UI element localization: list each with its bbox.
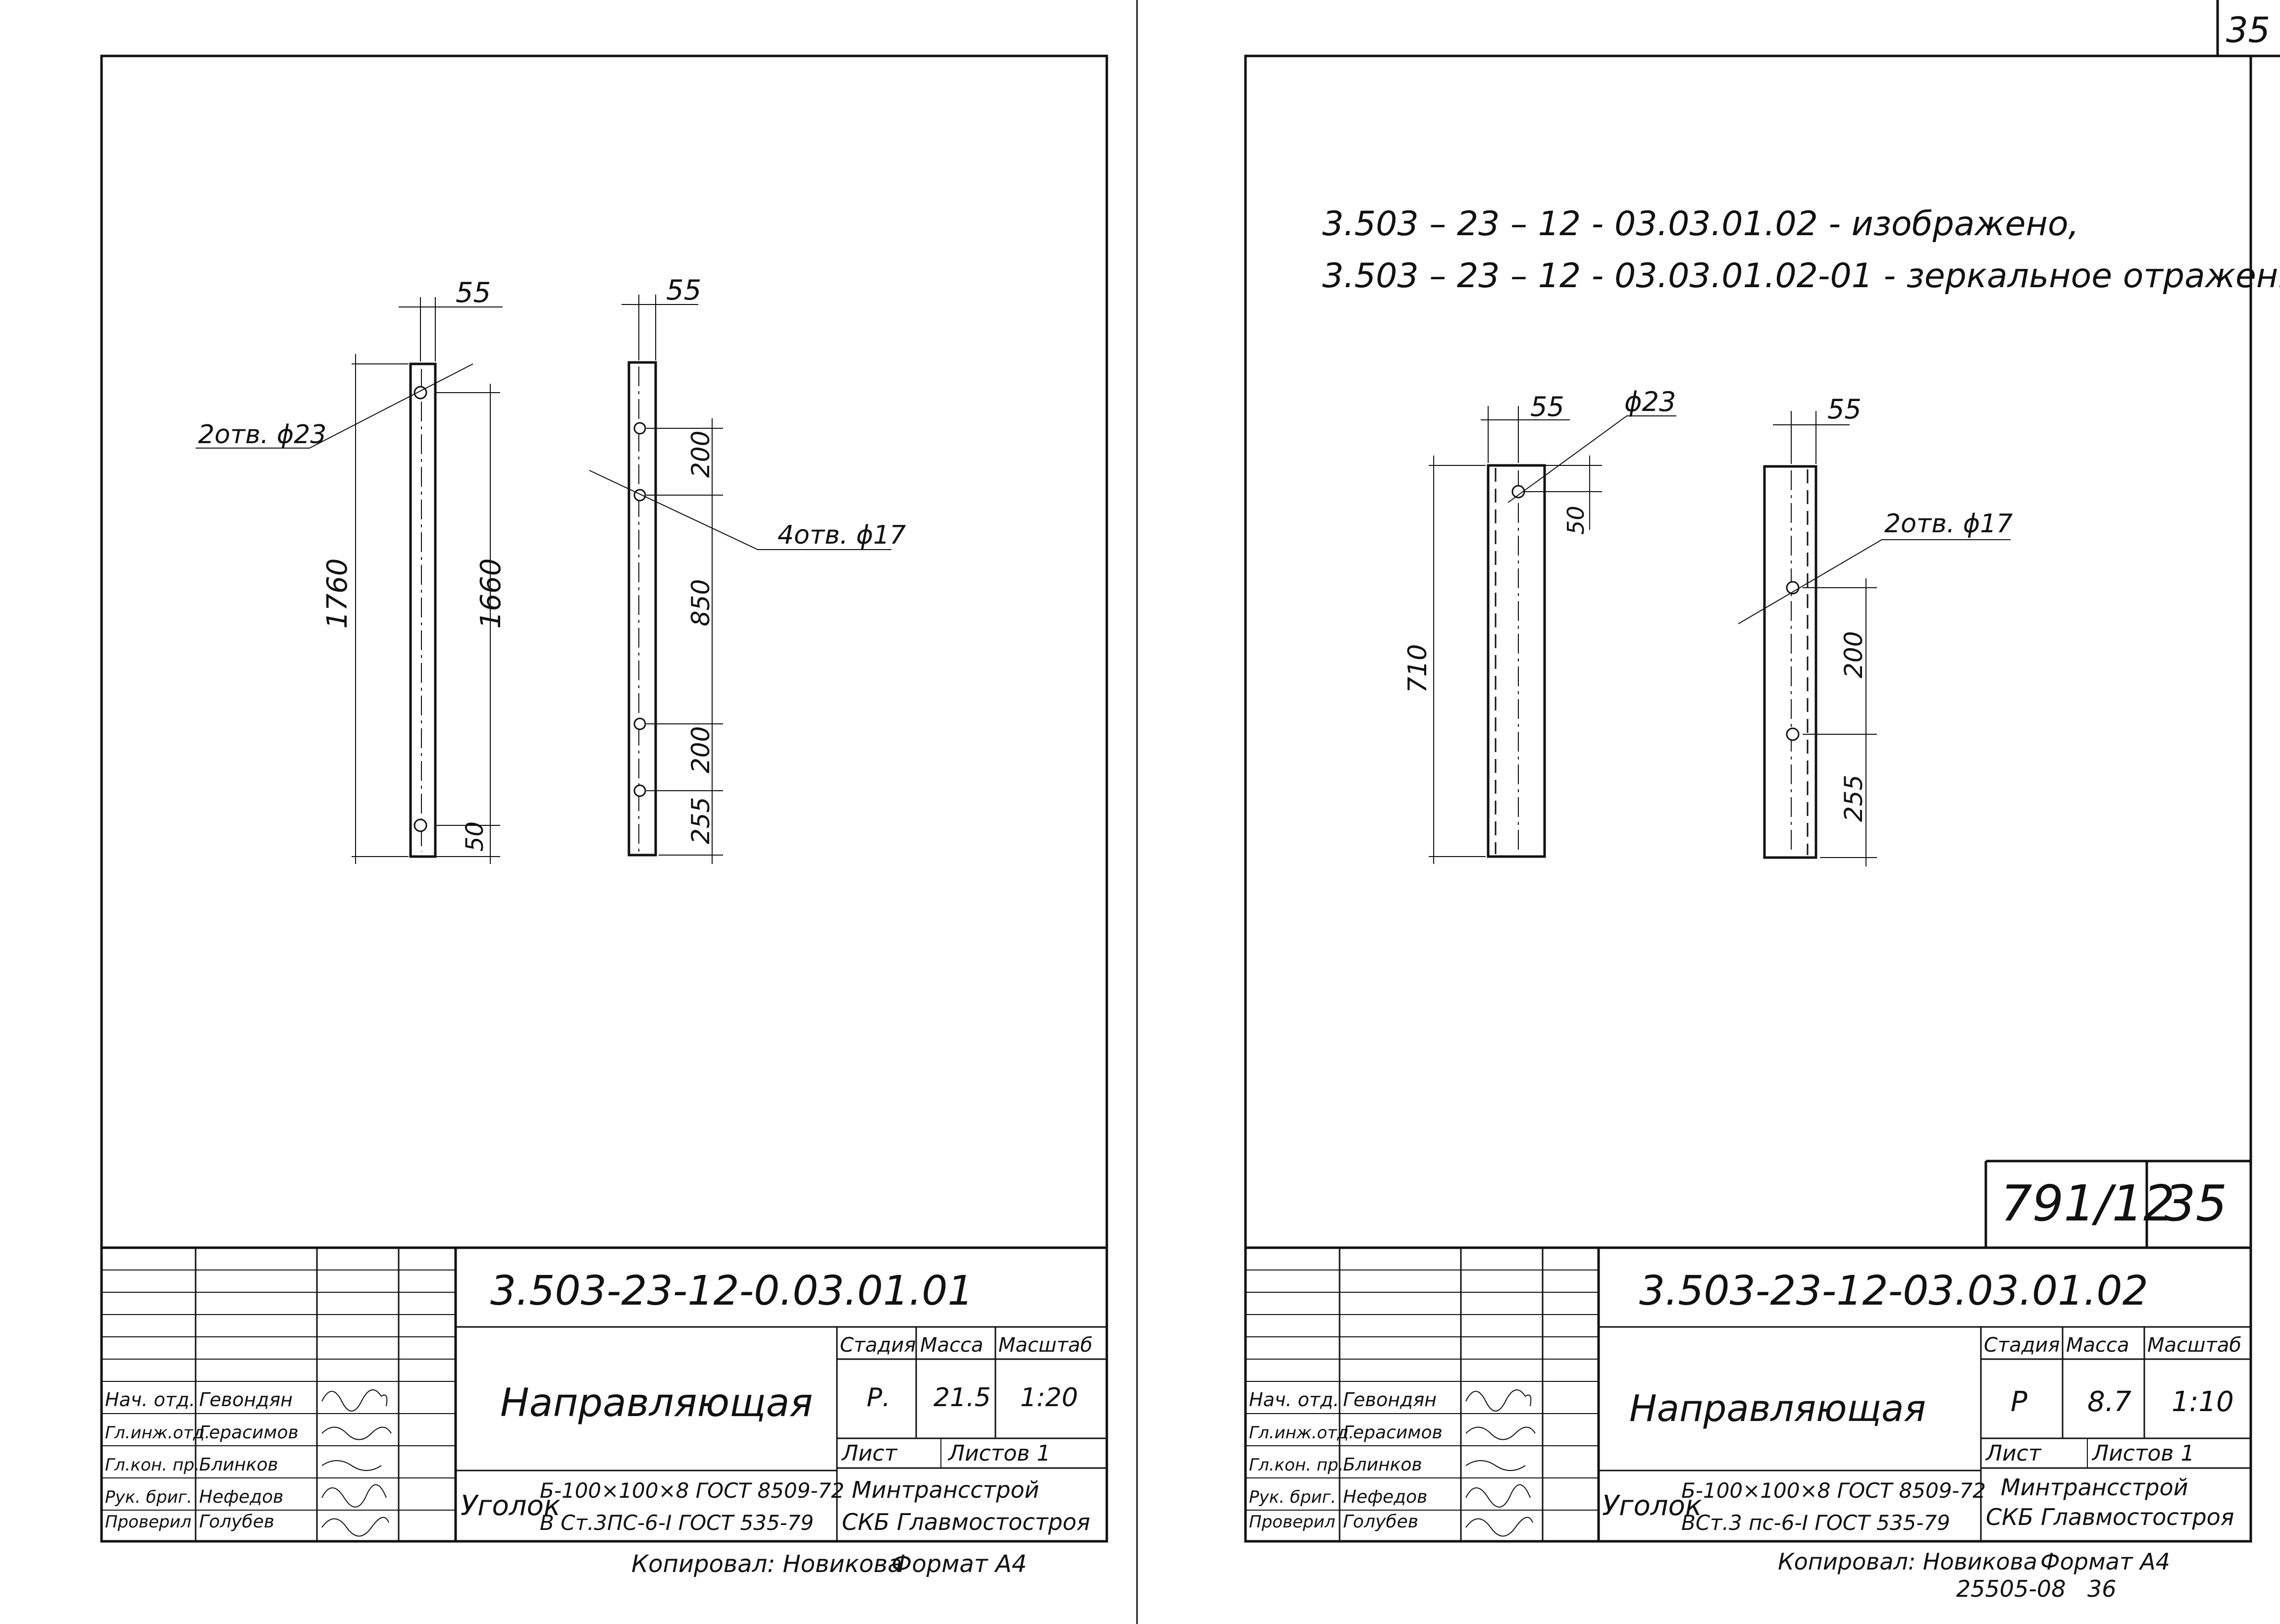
right-role-2: Гл.кон. пр.	[1249, 1455, 1344, 1475]
right-material-line2: ВСт.3 пс-6-I ГОСТ 535-79	[1681, 1511, 1950, 1535]
left-material-line2: В Ст.3ПС-6-I ГОСТ 535-79	[540, 1511, 814, 1535]
left-scale: 1:20	[1020, 1383, 1078, 1413]
left-name-1: Герасимов	[199, 1422, 299, 1443]
left-role-4: Проверил	[105, 1512, 191, 1532]
right-role-3: Рук. бриг.	[1249, 1487, 1336, 1507]
right-designation: 3.503-23-12-03.03.01.02	[1639, 1268, 2148, 1315]
right-title-block: 3.503-23-12-03.03.01.02 Направляющая Ста…	[1245, 1246, 2251, 1541]
right-footer-copied: Копировал: Новикова	[1778, 1548, 2037, 1575]
left-part-2: 55 200 850 200 255 4отв. ϕ17	[589, 274, 906, 864]
left-part-1: 55 1760 1660 50 2отв. ϕ23	[196, 277, 507, 864]
right-note-small-holes: 2отв. ϕ17	[1884, 509, 2013, 539]
left-dim-s1: 200	[686, 431, 715, 478]
left-mass-header: Масса	[920, 1334, 984, 1357]
right-sheets-label: Листов 1	[2091, 1441, 2194, 1466]
right-part-1-outline	[1487, 464, 1546, 858]
right-mass-header: Масса	[2066, 1334, 2129, 1357]
left-role-3: Рук. бриг.	[105, 1487, 192, 1507]
right-corner-page: 35	[2226, 10, 2270, 51]
left-dim-width-b: 55	[666, 274, 701, 306]
right-scale: 1:10	[2172, 1386, 2234, 1418]
right-part-2-outline	[1763, 465, 1817, 859]
left-dim-width-a: 55	[456, 277, 491, 309]
left-note-large-holes: 2отв. ϕ23	[198, 420, 326, 450]
right-dim-width-b: 55	[1827, 394, 1862, 425]
left-name-3: Нефедов	[199, 1487, 283, 1507]
left-org-line1: Минтрансстрой	[852, 1476, 1039, 1503]
left-name-2: Блинков	[199, 1455, 278, 1475]
right-name-3: Нефедов	[1343, 1487, 1427, 1507]
left-footer-format: Формат А4	[891, 1550, 1027, 1578]
left-name-0: Гевондян	[199, 1389, 293, 1411]
right-note-line2: 3.503 – 23 – 12 - 03.03.01.02-01 - зерка…	[1322, 256, 2280, 296]
left-part-2-outline	[627, 361, 657, 857]
right-role-0: Нач. отд.	[1249, 1389, 1339, 1411]
right-dim-s2: 255	[1839, 775, 1868, 822]
left-stage: Р.	[867, 1383, 890, 1413]
right-name-2: Блинков	[1343, 1455, 1422, 1475]
right-dim-s1: 200	[1839, 631, 1868, 678]
right-name-0: Гевондян	[1343, 1389, 1437, 1411]
right-sheet-ref-page: 35	[2164, 1174, 2227, 1232]
right-role-1: Гл.инж.отд.	[1249, 1423, 1354, 1443]
right-footer-page: 36	[2087, 1575, 2117, 1602]
right-sheet-ref-box: 791/12 35	[1984, 1160, 2251, 1248]
right-sheet-label: Лист	[1985, 1441, 2042, 1466]
right-footer-archive: 25505-08	[1956, 1575, 2066, 1602]
left-note-small-holes: 4отв. ϕ17	[777, 520, 906, 550]
right-role-4: Проверил	[1249, 1512, 1335, 1532]
left-material-line1: Б-100×100×8 ГОСТ 8509-72	[540, 1478, 844, 1503]
left-dim-end-offset: 50	[461, 821, 489, 852]
left-dim-s4: 255	[686, 797, 715, 844]
left-footer-copied: Копировал: Новикова	[631, 1550, 902, 1578]
right-dim-hole-dia: ϕ23	[1624, 386, 1676, 417]
left-role-1: Гл.инж.отд.	[105, 1423, 210, 1443]
left-stage-header: Стадия	[840, 1334, 916, 1357]
right-org-line1: Минтрансстрой	[2001, 1474, 2188, 1501]
left-dim-s3: 200	[686, 726, 715, 773]
right-stage-header: Стадия	[1984, 1334, 2060, 1357]
right-part-name: Направляющая	[1629, 1387, 1926, 1430]
left-dim-total-length: 1760	[321, 558, 354, 629]
left-part-name: Направляющая	[500, 1381, 813, 1425]
right-scale-header: Масштаб	[2147, 1334, 2241, 1357]
left-sheet-frame	[100, 54, 1108, 1543]
left-sheet: 55 1760 1660 50 2отв. ϕ23	[100, 54, 1108, 1578]
right-material-line1: Б-100×100×8 ГОСТ 8509-72	[1681, 1478, 1986, 1503]
right-stage: Р	[2011, 1386, 2027, 1418]
left-material-prefix: Уголок	[461, 1490, 561, 1522]
right-dim-width-a: 55	[1530, 391, 1564, 422]
right-footer-format: Формат А4	[2040, 1548, 2170, 1575]
left-role-2: Гл.кон. пр.	[105, 1455, 200, 1475]
right-part-2: 55 2отв. ϕ17 200 255	[1738, 394, 2013, 866]
right-dim-hole-offset: 50	[1562, 506, 1589, 535]
right-sheet-ref: 791/12	[2001, 1174, 2175, 1232]
left-dim-s2: 850	[686, 579, 715, 626]
left-mass: 21.5	[933, 1383, 991, 1413]
left-sheets-label: Листов 1	[947, 1441, 1050, 1466]
right-material-prefix: Уголок	[1602, 1490, 1702, 1522]
right-org-line2: СКБ Главмостостроя	[1986, 1504, 2234, 1530]
right-mass: 8.7	[2087, 1386, 2131, 1418]
right-part-1: 55 ϕ23 50 710	[1403, 386, 1676, 864]
left-dim-hole-span: 1660	[475, 558, 507, 629]
left-role-0: Нач. отд.	[105, 1389, 195, 1411]
left-sheet-label: Лист	[841, 1441, 898, 1466]
left-org-line2: СКБ Главмостостроя	[842, 1509, 1090, 1535]
left-scale-header: Масштаб	[998, 1334, 1092, 1357]
right-sheet-frame	[1244, 54, 2252, 1543]
left-part-1-outline	[409, 362, 437, 858]
left-title-block: 3.503-23-12-0.03.01.01 Направляющая Стад…	[102, 1246, 1107, 1541]
right-name-4: Голубев	[1343, 1512, 1418, 1532]
right-dim-total-length: 710	[1403, 644, 1433, 693]
left-designation: 3.503-23-12-0.03.01.01	[490, 1268, 974, 1315]
right-note-line1: 3.503 – 23 – 12 - 03.03.01.02 - изображе…	[1322, 204, 2079, 244]
right-name-1: Герасимов	[1343, 1422, 1443, 1443]
left-part-1-hole-bottom	[414, 818, 427, 832]
left-name-4: Голубев	[199, 1512, 274, 1532]
right-sheet: 35 3.503 – 23 – 12 - 03.03.01.02 - изобр…	[1244, 0, 2280, 1602]
